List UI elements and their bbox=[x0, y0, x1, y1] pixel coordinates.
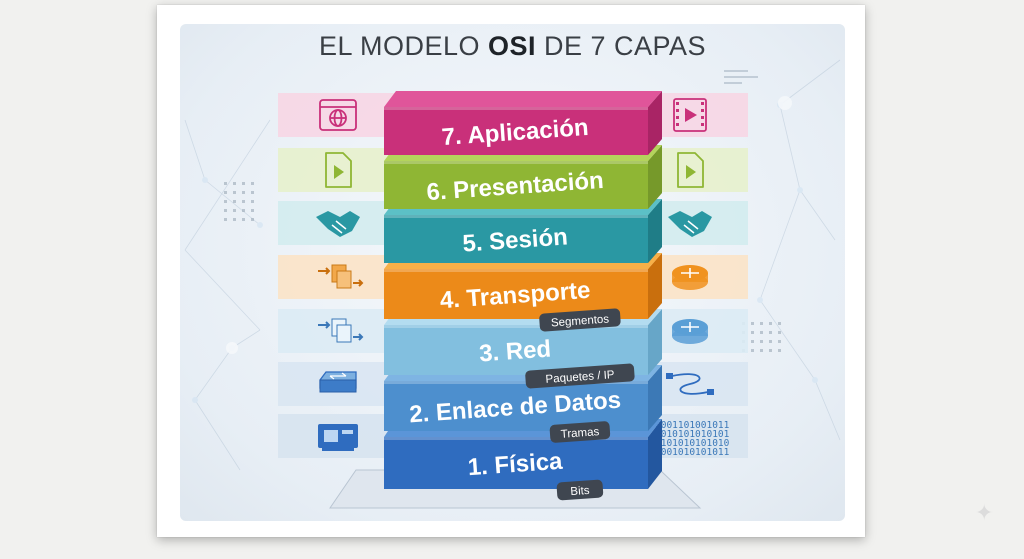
media-file-icon bbox=[677, 152, 704, 188]
handshake-icon bbox=[316, 211, 360, 237]
layer-front-face bbox=[384, 107, 648, 155]
binary-row: 0101010101010 bbox=[655, 438, 730, 449]
layer-front-face bbox=[384, 215, 648, 263]
layer-side-face bbox=[648, 253, 662, 319]
pdu-label: Segmentos bbox=[551, 313, 610, 329]
binary-data-icon: 0001101001011101010101010101010101010100… bbox=[655, 420, 730, 458]
layer-front-face bbox=[384, 161, 648, 209]
osi-layer-block: 7. Aplicación bbox=[384, 91, 662, 155]
router-icon bbox=[672, 319, 708, 344]
browser-globe-icon bbox=[319, 99, 357, 131]
layer-front-face bbox=[384, 437, 648, 489]
pdu-label: Bits bbox=[570, 485, 590, 498]
layer-side-face bbox=[648, 365, 662, 431]
dot-grid-left bbox=[224, 182, 254, 221]
decor-lines bbox=[724, 70, 758, 84]
layer-side-face bbox=[648, 145, 662, 209]
binary-row: 0001010101011 bbox=[655, 447, 730, 458]
video-file-icon bbox=[673, 98, 707, 132]
diagram-title: EL MODELO OSI DE 7 CAPAS bbox=[318, 31, 707, 61]
transfer-documents-icon bbox=[318, 264, 364, 289]
layer-label: 1. Física bbox=[467, 448, 564, 482]
layer-top-face bbox=[384, 91, 662, 107]
layer-side-face bbox=[648, 91, 662, 155]
media-file-icon bbox=[325, 152, 352, 188]
route-documents-icon bbox=[318, 318, 364, 343]
pdu-tag: Paquetes / IP bbox=[525, 363, 635, 389]
network-card-icon bbox=[318, 424, 358, 451]
layer-side-face bbox=[648, 419, 662, 489]
network-background bbox=[184, 59, 841, 471]
layer-side-face bbox=[648, 309, 662, 375]
switch-icon bbox=[319, 371, 357, 393]
layer-side-face bbox=[648, 199, 662, 263]
binary-row: 0001101001011 bbox=[655, 420, 730, 431]
pdu-label: Tramas bbox=[560, 426, 600, 441]
pdu-label: Paquetes / IP bbox=[545, 369, 615, 386]
router-icon bbox=[672, 265, 708, 290]
pdu-tag: Bits bbox=[556, 479, 604, 501]
sparkle-icon: ✦ bbox=[975, 500, 994, 525]
handshake-icon bbox=[668, 211, 712, 237]
pdu-tag: Segmentos bbox=[539, 308, 621, 332]
layer-label: 3. Red bbox=[478, 336, 552, 368]
osi-layer-block: 5. Sesión bbox=[384, 199, 662, 263]
cable-icon bbox=[666, 373, 714, 395]
binary-row: 1010101010101 bbox=[655, 429, 730, 440]
pdu-tag: Tramas bbox=[549, 421, 611, 443]
